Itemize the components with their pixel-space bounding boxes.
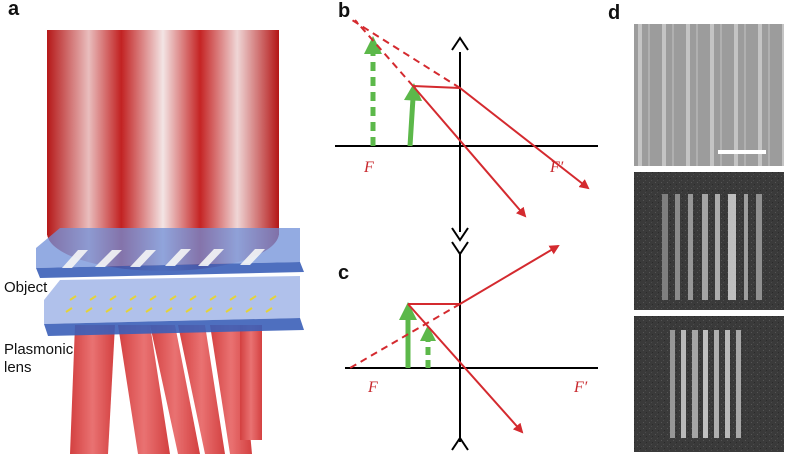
stripes-2 (670, 330, 741, 438)
object-plate (36, 228, 304, 278)
panel-c-label: c (338, 262, 350, 284)
lens-label-line2: lens (4, 359, 32, 376)
ray-b-virtual-2 (354, 19, 414, 87)
panel-d-label: d (608, 2, 621, 24)
focal-left-c: F (367, 379, 378, 396)
focal-right-c: F′ (573, 379, 588, 396)
object-arrow-b (407, 97, 416, 147)
ray-c-2 (407, 303, 524, 434)
object-label: Object (4, 279, 48, 296)
sem-image (634, 24, 784, 166)
focal-right-b: F′ (549, 159, 564, 176)
output-beams (70, 325, 262, 454)
scale-bar (718, 150, 766, 154)
ray-b-2 (412, 85, 527, 218)
panel-b-label: b (338, 0, 351, 22)
lens-plate (44, 276, 304, 336)
focal-left-b: F (363, 159, 374, 176)
panel-a-label: a (8, 0, 20, 20)
stripes-1 (662, 194, 762, 300)
ray-b-virtual-1 (351, 19, 461, 89)
ray-c-virtual (349, 303, 461, 369)
lens-label-line1: Plasmonic (4, 341, 74, 358)
optical-image-2 (634, 316, 784, 452)
